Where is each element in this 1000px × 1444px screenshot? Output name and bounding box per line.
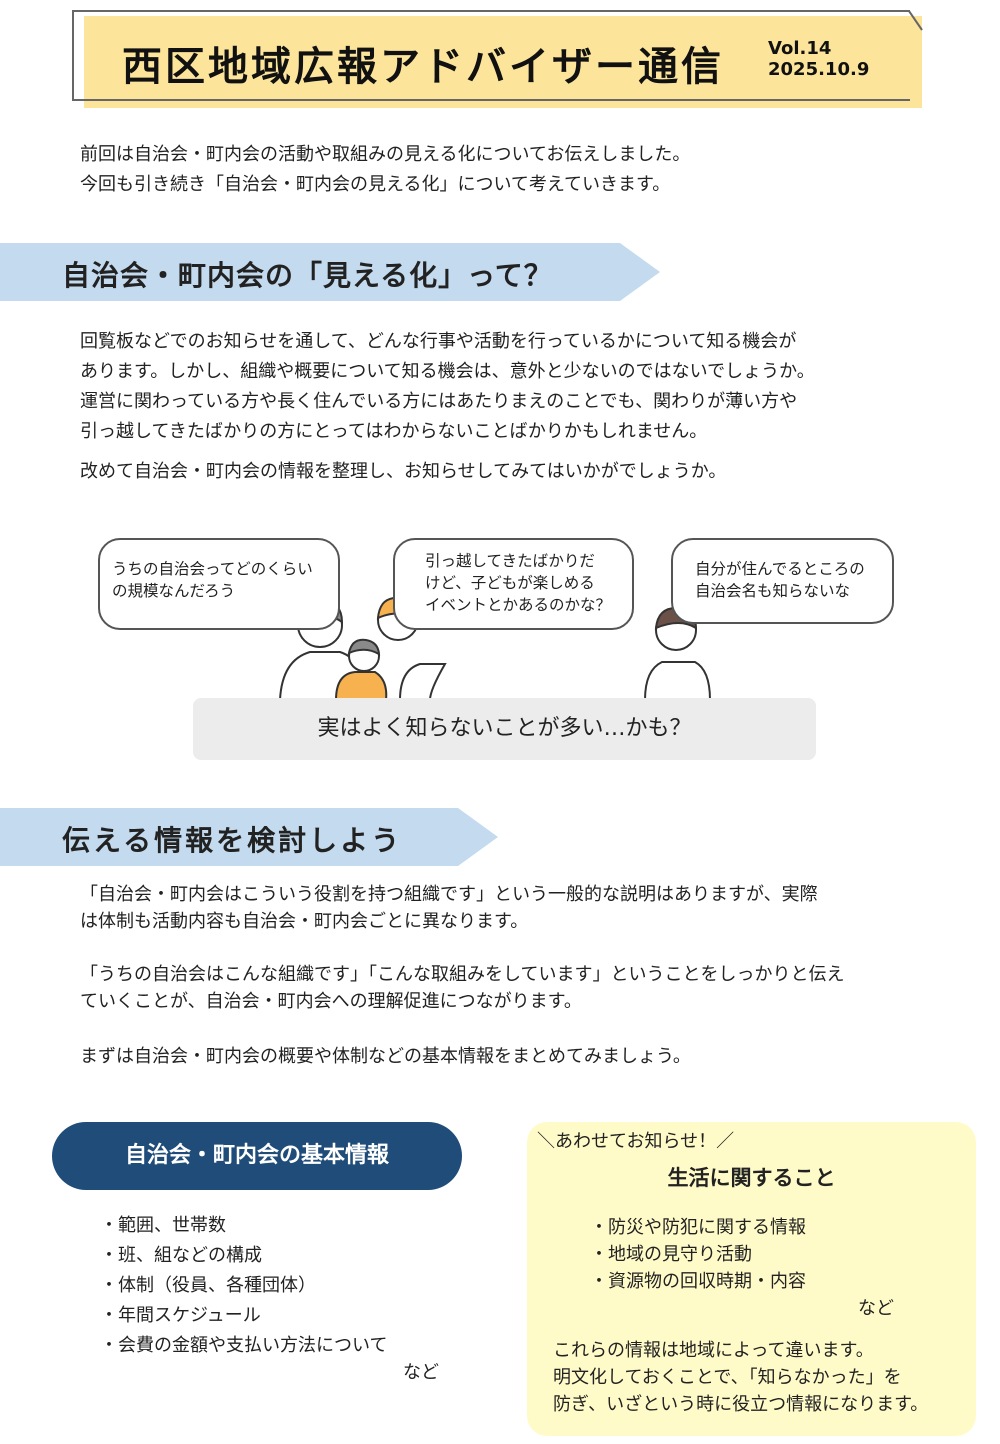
- para-line: 「自治会・町内会はこういう役割を持つ組織です」という一般的な説明はありますが、実…: [80, 884, 818, 905]
- header-frame: [72, 10, 910, 101]
- speech-bubble: 自分が住んでるところの自治会名も知らないな: [671, 538, 894, 624]
- para-line: 運営に関わっている方や長く住んでいる方にはあたりまえのことでも、関わりが薄い方や: [80, 391, 798, 412]
- notice-note: これらの情報は地域によって違います。 明文化しておくことで、「知らなかった」を …: [553, 1337, 928, 1418]
- section1-title: 自治会・町内会の「見える化」って？: [62, 259, 553, 292]
- note-line: 明文化しておくことで、「知らなかった」を: [553, 1367, 902, 1388]
- notice-list: ・防災や防犯に関する情報 ・地域の見守り活動 ・資源物の回収時期・内容: [590, 1214, 806, 1295]
- section1-paragraph2: 改めて自治会・町内会の情報を整理し、お知らせしてみてはいかがでしょうか。: [80, 461, 727, 482]
- bubble-line: うちの自治会ってどのくらい: [112, 560, 313, 578]
- notice-etc: など: [858, 1298, 894, 1319]
- para-line: 回覧板などでのお知らせを通して、どんな行事や活動を行っているかについて知る機会が: [80, 331, 797, 352]
- bubble-line: 自分が住んでるところの: [695, 560, 865, 578]
- header-background: [84, 16, 922, 108]
- intro-line: 今回も引き続き「自治会・町内会の見える化」について考えていきます。: [80, 174, 671, 195]
- list-item: ・年間スケジュール: [100, 1305, 261, 1326]
- speech-bubble: 引っ越してきたばかりだけど、子どもが楽しめるイベントとかあるのかな？: [393, 538, 634, 630]
- intro-line: 前回は自治会・町内会の活動や取組みの見える化についてお伝えしました。: [80, 144, 691, 165]
- section2-paragraph3: まずは自治会・町内会の概要や体制などの基本情報をまとめてみましょう。: [80, 1046, 691, 1067]
- list-item: ・防災や防犯に関する情報: [590, 1217, 806, 1238]
- bubble-line: けど、子どもが楽しめる: [425, 574, 595, 592]
- note-line: 防ぎ、いざという時に役立つ情報になります。: [553, 1394, 929, 1415]
- header-corner: [892, 10, 923, 31]
- section2-paragraph1: 「自治会・町内会はこういう役割を持つ組織です」という一般的な説明はありますが、実…: [80, 881, 818, 935]
- basic-info-list: ・範囲、世帯数 ・班、組などの構成 ・体制（役員、各種団体） ・年間スケジュール…: [100, 1211, 387, 1361]
- list-item: ・範囲、世帯数: [100, 1215, 226, 1236]
- para-line: あります。しかし、組織や概要について知る機会は、意外と少ないのではないでしょうか…: [80, 361, 815, 382]
- section2-paragraph2: 「うちの自治会はこんな組織です」「こんな取組みをしています」ということをしっかり…: [80, 961, 844, 1015]
- list-item: ・資源物の回収時期・内容: [590, 1271, 806, 1292]
- list-item: ・体制（役員、各種団体）: [100, 1275, 316, 1296]
- list-item: ・会費の金額や支払い方法について: [100, 1335, 388, 1356]
- para-line: 「うちの自治会はこんな組織です」「こんな取組みをしています」ということをしっかり…: [80, 964, 845, 985]
- bubble-line: イベントとかあるのかな？: [425, 596, 612, 614]
- section1-banner: 自治会・町内会の「見える化」って？: [0, 243, 660, 301]
- notice-title: 生活に関すること: [667, 1166, 836, 1190]
- volume: Vol.14: [768, 38, 832, 59]
- section2-title: 伝える情報を検討しよう: [62, 824, 403, 857]
- bubble-line: の規模なんだろう: [112, 582, 236, 600]
- bubble-line: 自治会名も知らないな: [695, 582, 851, 600]
- basic-info-heading: 自治会・町内会の基本情報: [52, 1122, 462, 1190]
- basic-info-etc: など: [403, 1362, 439, 1383]
- list-item: ・班、組などの構成: [100, 1245, 262, 1266]
- section1-paragraph: 回覧板などでのお知らせを通して、どんな行事や活動を行っているかについて知る機会が…: [80, 327, 815, 447]
- bubble-line: 引っ越してきたばかりだ: [425, 552, 595, 570]
- para-line: ていくことが、自治会・町内会への理解促進につながります。: [80, 991, 582, 1012]
- issue-date: 2025.10.9: [768, 59, 870, 80]
- para-line: は体制も活動内容も自治会・町内会ごとに異なります。: [80, 911, 529, 932]
- notice-box: [527, 1122, 976, 1436]
- newsletter-title: 西区地域広報アドバイザー通信: [122, 44, 724, 90]
- note-line: これらの情報は地域によって違います。: [553, 1340, 874, 1361]
- illustration-caption: 実はよく知らないことが多い…かも？: [193, 698, 816, 760]
- speech-bubble: うちの自治会ってどのくらいの規模なんだろう: [98, 538, 340, 630]
- notice-kicker: ＼あわせてお知らせ！／: [537, 1131, 735, 1152]
- list-item: ・地域の見守り活動: [590, 1244, 752, 1265]
- para-line: 引っ越してきたばかりの方にとってはわからないことばかりかもしれません。: [80, 421, 708, 442]
- section2-banner: 伝える情報を検討しよう: [0, 808, 498, 866]
- intro-text: 前回は自治会・町内会の活動や取組みの見える化についてお伝えしました。今回も引き続…: [80, 140, 690, 200]
